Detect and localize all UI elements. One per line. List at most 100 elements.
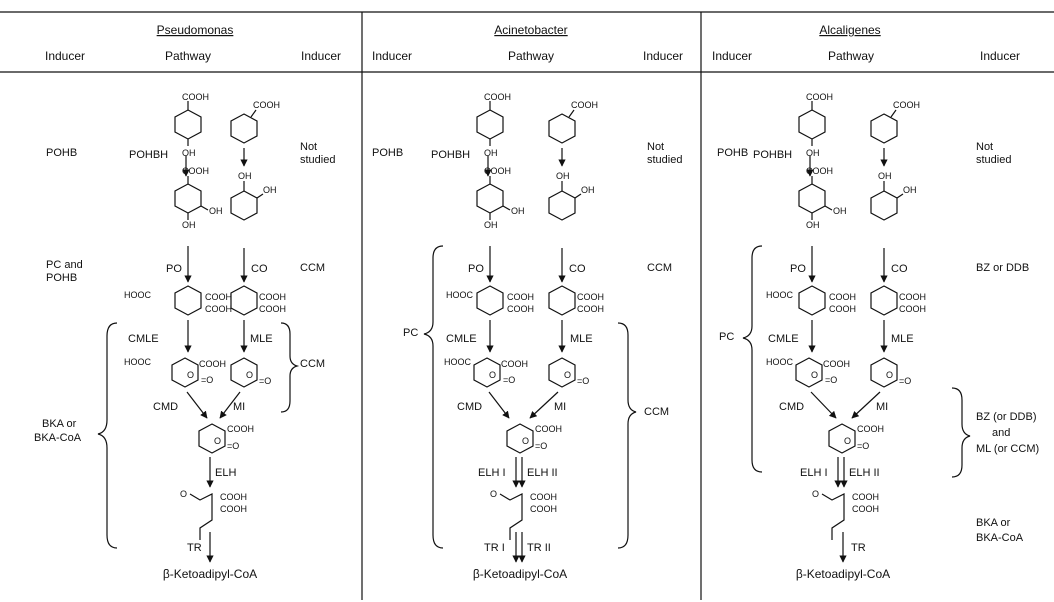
svg-text:O: O: [187, 370, 194, 380]
svg-text:COOH: COOH: [899, 304, 926, 314]
enzyme-mi: MI: [554, 401, 566, 413]
bracket-pc: [423, 245, 444, 549]
compound-carboxy-cis-cis-muconate: HOOC COOH COOH: [124, 285, 232, 316]
svg-text:=O: =O: [227, 441, 239, 451]
enzyme-co: CO: [251, 263, 268, 275]
svg-text:COOH: COOH: [535, 424, 562, 434]
enzyme-elh-ii: ELH II: [849, 467, 880, 479]
compound-catechol: OH OH: [870, 171, 917, 221]
inducer-bz-ml-line1: BZ (or DDB): [976, 411, 1037, 423]
compound-benzoate: COOH: [870, 100, 920, 144]
svg-text:HOOC: HOOC: [124, 357, 152, 367]
compound-cis-cis-muconate: COOH COOH: [230, 285, 286, 316]
svg-text:OH: OH: [484, 148, 498, 158]
compound-beta-ketoadipate: O COOH COOH: [180, 489, 247, 540]
svg-text:=O: =O: [201, 375, 213, 385]
svg-text:O: O: [490, 489, 497, 499]
enzyme-elh-i: ELH I: [800, 467, 828, 479]
column-inducer-right: Inducer: [643, 49, 683, 63]
svg-text:O: O: [522, 436, 529, 446]
svg-text:COOH: COOH: [507, 304, 534, 314]
product-ketoadipyl-coa: β-Ketoadipyl-CoA: [473, 567, 567, 581]
compound-catechol: OH OH: [230, 171, 277, 221]
svg-text:=O: =O: [535, 441, 547, 451]
svg-text:COOH: COOH: [577, 292, 604, 302]
column-inducer-left: Inducer: [372, 49, 412, 63]
compound-carboxy-muconolactone: HOOC COOH O =O: [766, 357, 850, 388]
svg-text:COOH: COOH: [205, 292, 232, 302]
enzyme-cmd: CMD: [457, 401, 482, 413]
svg-text:OH: OH: [556, 171, 570, 181]
enzyme-po: PO: [790, 263, 806, 275]
enzyme-elh-i: ELH I: [478, 467, 506, 479]
svg-text:COOH: COOH: [823, 359, 850, 369]
enzyme-cmle: CMLE: [128, 333, 159, 345]
inducer-ccm-1: CCM: [647, 262, 672, 274]
enzyme-mi: MI: [233, 401, 245, 413]
arrow-cmd: [810, 391, 837, 419]
compound-enol-lactone: COOH O =O: [506, 423, 562, 454]
svg-text:O: O: [811, 370, 818, 380]
arrow-mi: [529, 391, 559, 419]
svg-text:OH: OH: [238, 171, 252, 181]
enzyme-co: CO: [569, 263, 586, 275]
enzyme-cmd: CMD: [779, 401, 804, 413]
arrow-cmd: [488, 391, 510, 419]
enzyme-po: PO: [468, 263, 484, 275]
enzyme-co: CO: [891, 263, 908, 275]
svg-text:COOH: COOH: [852, 504, 879, 514]
compound-protocatechuate: COOH OH OH: [476, 166, 525, 230]
enzyme-tr-i: TR I: [484, 542, 505, 554]
arrow-mi: [219, 391, 241, 419]
svg-text:=O: =O: [577, 376, 589, 386]
arrow-mi: [851, 391, 881, 419]
inducer-bz-or-ddb: BZ or DDB: [976, 262, 1029, 274]
inducer-not-studied-line1: Not: [647, 141, 664, 153]
svg-text:O: O: [246, 370, 253, 380]
svg-text:COOH: COOH: [199, 359, 226, 369]
inducer-ccm-2: CCM: [300, 358, 325, 370]
svg-text:COOH: COOH: [577, 304, 604, 314]
inducer-bka-line2: BKA-CoA: [34, 432, 82, 444]
compound-cis-cis-muconate: COOH COOH: [870, 285, 926, 316]
svg-text:OH: OH: [182, 148, 196, 158]
compound-carboxy-muconolactone: HOOC COOH O =O: [124, 357, 226, 388]
svg-text:COOH: COOH: [893, 100, 920, 110]
column-inducer-right: Inducer: [301, 49, 341, 63]
svg-text:OH: OH: [581, 185, 595, 195]
compound-muconolactone: O =O: [230, 357, 271, 388]
svg-text:COOH: COOH: [501, 359, 528, 369]
inducer-ccm-2: CCM: [644, 406, 669, 418]
compound-muconolactone: O =O: [548, 357, 589, 388]
inducer-not-studied-line2: studied: [300, 154, 335, 166]
organism-title: Alcaligenes: [819, 23, 880, 37]
compound-benzoate: COOH: [230, 100, 280, 144]
panel-acinetobacter: Acinetobacter Inducer Pathway Inducer PO…: [372, 23, 683, 581]
svg-text:COOH: COOH: [829, 292, 856, 302]
compound-carboxy-cis-cis-muconate: HOOC COOH COOH: [446, 285, 534, 316]
svg-text:=O: =O: [503, 375, 515, 385]
inducer-ccm-1: CCM: [300, 262, 325, 274]
enzyme-po: PO: [166, 263, 182, 275]
compound-pohb: COOH OH: [798, 92, 833, 158]
enzyme-pohbh: POHBH: [431, 149, 470, 161]
svg-text:COOH: COOH: [259, 304, 286, 314]
compound-muconolactone: O =O: [870, 357, 911, 388]
bracket-bka: [97, 322, 118, 549]
svg-text:COOH: COOH: [220, 492, 247, 502]
column-inducer-right: Inducer: [980, 49, 1020, 63]
svg-text:=O: =O: [259, 376, 271, 386]
svg-text:COOH: COOH: [484, 92, 511, 102]
compound-catechol: OH OH: [548, 171, 595, 221]
bracket-bz-ml: [951, 387, 971, 478]
svg-text:OH: OH: [878, 171, 892, 181]
inducer-not-studied-line2: studied: [647, 154, 682, 166]
svg-text:O: O: [180, 489, 187, 499]
bracket-pc: [742, 245, 763, 473]
compound-enol-lactone: COOH O =O: [198, 423, 254, 454]
inducer-pohb: POHB: [717, 147, 748, 159]
inducer-pohb: POHB: [46, 147, 77, 159]
svg-text:=O: =O: [857, 441, 869, 451]
svg-text:COOH: COOH: [806, 166, 833, 176]
enzyme-tr: TR: [187, 542, 202, 554]
